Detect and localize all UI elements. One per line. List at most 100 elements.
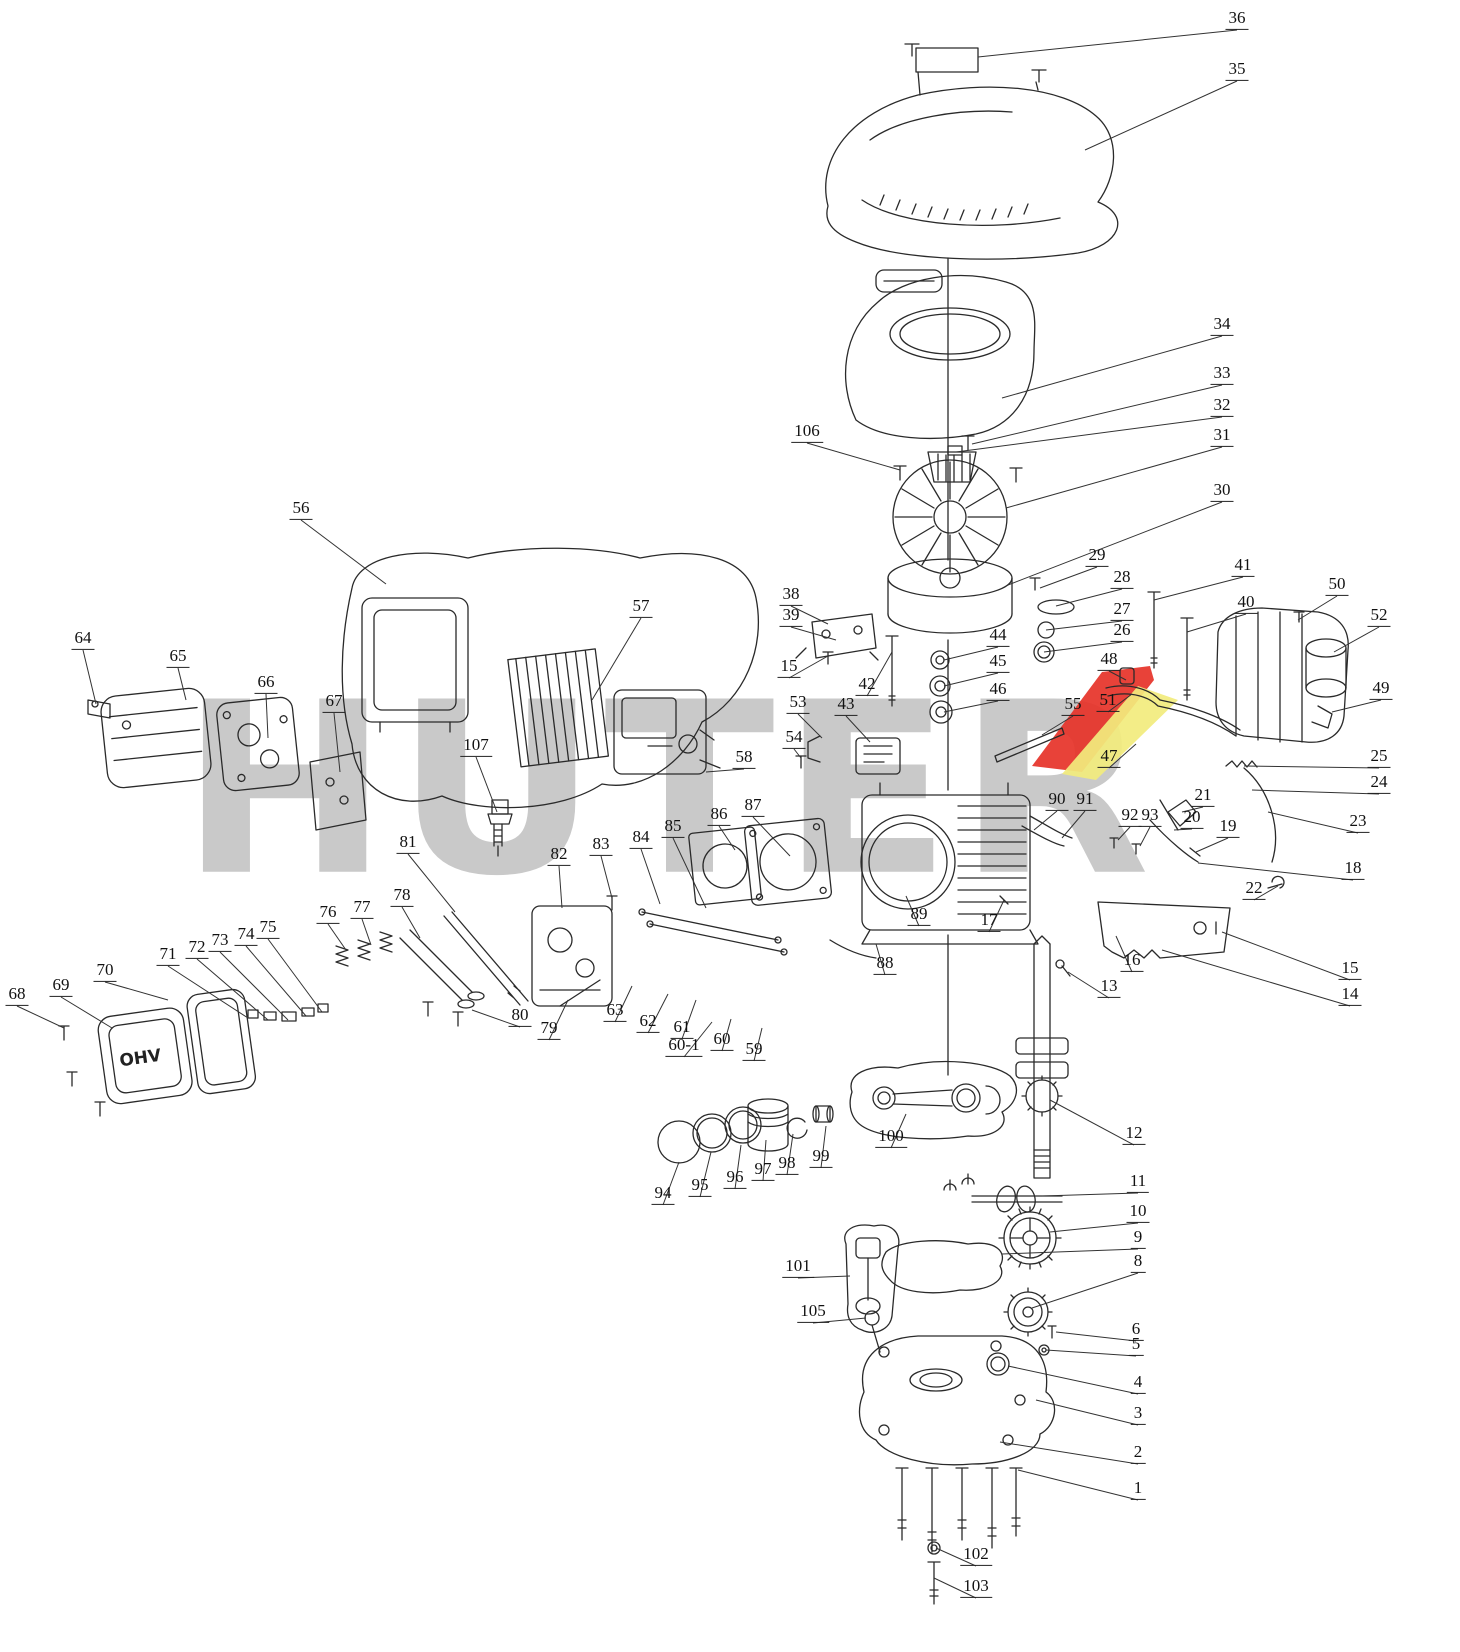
callout-51: 51 xyxy=(1096,690,1120,712)
callout-24: 24 xyxy=(1367,772,1391,794)
engine-top-cover-drawing xyxy=(825,43,1119,561)
callout-21: 21 xyxy=(1191,785,1215,807)
callout-12: 12 xyxy=(1122,1123,1146,1145)
callout-91: 91 xyxy=(1073,789,1097,811)
callout-100: 100 xyxy=(875,1126,907,1148)
callout-83: 83 xyxy=(589,834,613,856)
callout-88: 88 xyxy=(873,953,897,975)
pushrods-drawing xyxy=(606,895,788,956)
callout-57: 57 xyxy=(629,596,653,618)
air-cleaner-drawing xyxy=(341,547,760,809)
callout-34: 34 xyxy=(1210,314,1234,336)
callout-101: 101 xyxy=(782,1256,814,1278)
callout-84: 84 xyxy=(629,827,653,849)
callout-76: 76 xyxy=(316,902,340,924)
crankcase-cover-drawing xyxy=(858,1335,1056,1605)
callout-35: 35 xyxy=(1225,59,1249,81)
callout-53: 53 xyxy=(786,692,810,714)
callout-49: 49 xyxy=(1369,678,1393,700)
rocker-box-drawing xyxy=(422,905,613,1027)
callout-15: 15 xyxy=(1338,958,1362,980)
callout-31: 31 xyxy=(1210,425,1234,447)
callout-2: 2 xyxy=(1130,1442,1146,1464)
callout-29: 29 xyxy=(1085,545,1109,567)
callout-40: 40 xyxy=(1234,592,1258,614)
callout-65: 65 xyxy=(166,646,190,668)
callout-54: 54 xyxy=(782,727,806,749)
callout-46: 46 xyxy=(986,679,1010,701)
callout-86: 86 xyxy=(707,804,731,826)
callout-95: 95 xyxy=(688,1175,712,1197)
callout-62: 62 xyxy=(636,1011,660,1033)
callout-18: 18 xyxy=(1341,858,1365,880)
callout-58: 58 xyxy=(732,747,756,769)
callout-55: 55 xyxy=(1061,694,1085,716)
callout-105: 105 xyxy=(797,1301,829,1323)
starter-shroud-drawing xyxy=(845,269,1036,483)
callout-5: 5 xyxy=(1128,1334,1144,1356)
callout-41: 41 xyxy=(1231,555,1255,577)
callout-60-1: 60-1 xyxy=(665,1035,703,1057)
callout-43: 43 xyxy=(834,694,858,716)
callout-33: 33 xyxy=(1210,363,1234,385)
callout-92: 92 xyxy=(1118,805,1142,827)
callout-80: 80 xyxy=(508,1005,532,1027)
callout-89: 89 xyxy=(907,904,931,926)
callout-61: 61 xyxy=(670,1017,694,1039)
callout-67: 67 xyxy=(322,691,346,713)
callout-59: 59 xyxy=(742,1039,766,1061)
callout-52: 52 xyxy=(1367,605,1391,627)
callout-8: 8 xyxy=(1130,1251,1146,1273)
governor-linkage-drawing xyxy=(999,760,1285,977)
callout-16: 16 xyxy=(1120,950,1144,972)
callout-39: 39 xyxy=(779,605,803,627)
callout-23: 23 xyxy=(1346,811,1370,833)
callout-98: 98 xyxy=(775,1153,799,1175)
callout-97: 97 xyxy=(751,1159,775,1181)
callout-78: 78 xyxy=(390,885,414,907)
callout-93: 93 xyxy=(1138,805,1162,827)
cam-gear-drawing xyxy=(998,1206,1062,1270)
governor-gear-drawing xyxy=(1003,1287,1057,1356)
callout-107: 107 xyxy=(460,735,492,757)
connecting-rod-drawing xyxy=(849,1060,1018,1140)
callout-82: 82 xyxy=(547,844,571,866)
crankshaft-drawing xyxy=(1015,935,1069,1179)
callout-71: 71 xyxy=(156,944,180,966)
callout-70: 70 xyxy=(93,960,117,982)
callout-9: 9 xyxy=(1130,1227,1146,1249)
callout-3: 3 xyxy=(1130,1403,1146,1425)
callout-96: 96 xyxy=(723,1167,747,1189)
ignition-module-drawing xyxy=(795,577,1075,724)
callout-28: 28 xyxy=(1110,567,1134,589)
head-gaskets-drawing xyxy=(688,817,833,906)
callout-13: 13 xyxy=(1097,976,1121,998)
callout-63: 63 xyxy=(603,1000,627,1022)
callout-66: 66 xyxy=(254,672,278,694)
callout-36: 36 xyxy=(1225,8,1249,30)
callout-64: 64 xyxy=(71,628,95,650)
cooling-fan-drawing xyxy=(892,459,1008,575)
callout-10: 10 xyxy=(1126,1201,1150,1223)
callout-99: 99 xyxy=(809,1146,833,1168)
callout-73: 73 xyxy=(208,930,232,952)
callout-60: 60 xyxy=(710,1029,734,1051)
camshaft-drawing xyxy=(943,1173,1063,1213)
callout-42: 42 xyxy=(855,674,879,696)
callout-11: 11 xyxy=(1126,1171,1150,1193)
callout-27: 27 xyxy=(1110,599,1134,621)
callout-45: 45 xyxy=(986,651,1010,673)
callout-94: 94 xyxy=(651,1183,675,1205)
callout-14: 14 xyxy=(1338,984,1362,1006)
callout-22: 22 xyxy=(1242,878,1266,900)
callout-90: 90 xyxy=(1045,789,1069,811)
callout-32: 32 xyxy=(1210,395,1234,417)
callout-50: 50 xyxy=(1325,574,1349,596)
brand-watermark: HUTER xyxy=(180,651,1157,928)
callout-1: 1 xyxy=(1130,1478,1146,1500)
callout-75: 75 xyxy=(256,917,280,939)
